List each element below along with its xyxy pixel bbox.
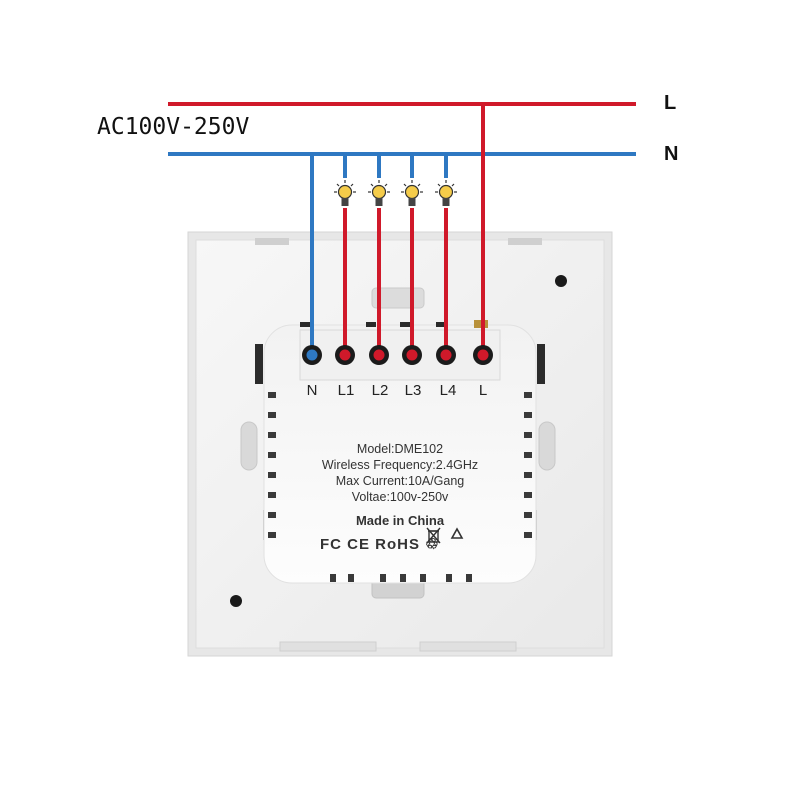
origin-text: Made in China [355, 513, 445, 528]
terminal-screw-l1 [335, 345, 355, 365]
terminal-label-l: L [478, 382, 488, 399]
model-text: Model:DME102 [356, 442, 444, 456]
terminal-screw-l4 [436, 345, 456, 365]
weee-bin-icon [426, 527, 441, 544]
terminal-screw-l2 [369, 345, 389, 365]
light-bulb-icon [401, 180, 423, 206]
current-text: Max Current:10A/Gang [335, 474, 465, 488]
light-bulbs [334, 180, 457, 206]
terminal-screw-l3 [402, 345, 422, 365]
spec-label: Model:DME102 Wireless Frequency:2.4GHz M… [290, 441, 510, 553]
neutral-line-label: N [664, 143, 679, 165]
terminal-label-l1: L1 [337, 382, 355, 399]
wires [168, 102, 636, 355]
supply-voltage-label: AC100V-250V [97, 114, 250, 140]
terminal-label-l2: L2 [371, 382, 389, 399]
certification-marks: FC CE RoHS ♲ [320, 536, 440, 553]
light-bulb-icon [435, 180, 457, 206]
frequency-text: Wireless Frequency:2.4GHz [321, 458, 479, 472]
terminal-module [263, 320, 537, 584]
light-bulb-icon [368, 180, 390, 206]
recycle-icon [450, 527, 464, 539]
screw-hole-top-right [555, 275, 567, 287]
light-bulb-icon [334, 180, 356, 206]
screw-hole-bottom-left [230, 595, 242, 607]
terminal-screw-n [302, 345, 322, 365]
terminal-screws [302, 345, 493, 365]
live-line-label: L [664, 92, 677, 114]
terminal-screw-l [473, 345, 493, 365]
terminal-label-n: N [306, 382, 318, 399]
terminal-label-l4: L4 [439, 382, 457, 399]
terminal-label-l3: L3 [404, 382, 422, 399]
voltage-text: Voltae:100v-250v [351, 490, 449, 504]
